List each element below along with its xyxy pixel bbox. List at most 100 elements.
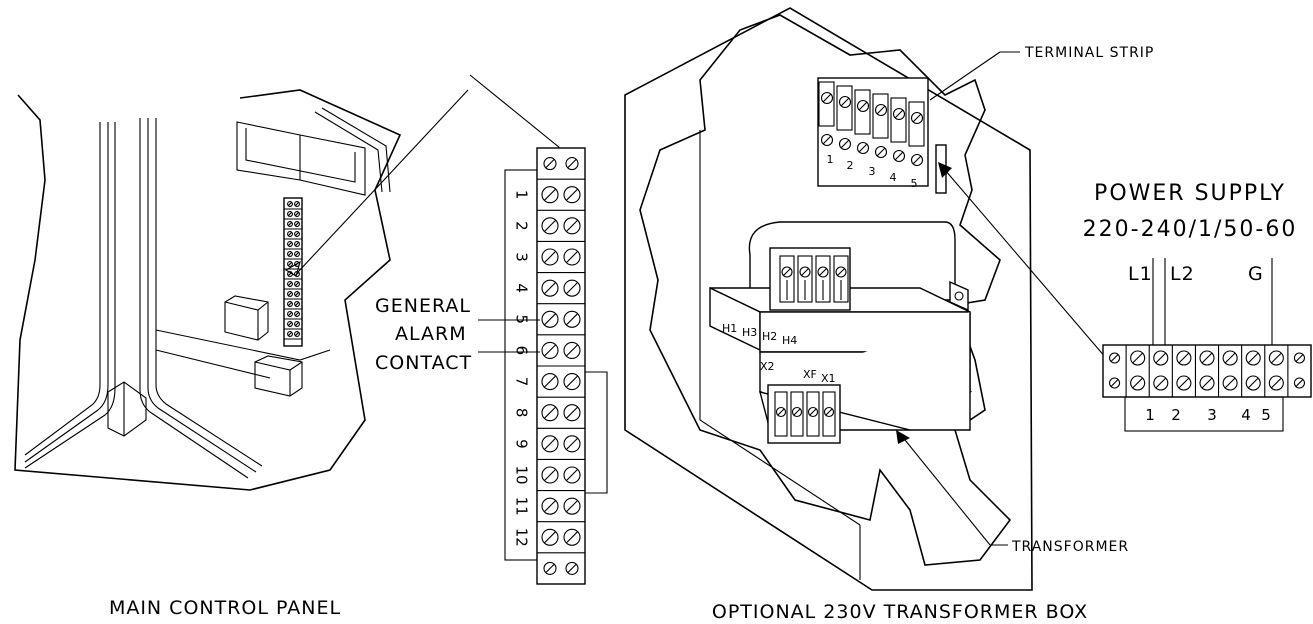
screw-icon <box>1199 350 1215 366</box>
screw-icon <box>1245 350 1261 366</box>
screw-slot <box>809 408 817 416</box>
screw-icon <box>541 186 559 204</box>
arrowhead-icon <box>284 260 301 277</box>
screw-slot <box>294 231 300 237</box>
screw-icon <box>287 241 293 247</box>
screw-icon <box>287 281 293 287</box>
screw-icon <box>1222 375 1238 391</box>
general-alarm-text: CONTACT <box>375 352 472 374</box>
screw-icon <box>541 341 559 359</box>
screw-icon <box>294 251 300 257</box>
screw-icon <box>287 211 293 217</box>
screw-slot <box>1178 352 1190 364</box>
screw-icon <box>781 266 793 278</box>
screw-icon <box>910 153 924 167</box>
leader-line <box>469 74 561 149</box>
leader-line <box>944 169 1113 366</box>
terminal-cell <box>890 97 907 143</box>
screw-slot <box>287 321 293 327</box>
jumper-wire <box>585 371 608 494</box>
screw-icon <box>1245 375 1261 391</box>
screw-slot <box>566 219 578 232</box>
leader-line <box>297 89 469 273</box>
terminal-cell <box>790 391 804 437</box>
screw-slot <box>822 135 832 145</box>
screw-slot <box>1155 352 1167 364</box>
screw-icon <box>563 466 581 484</box>
screw-icon <box>823 406 835 418</box>
screw-slot <box>822 93 832 103</box>
terminal-number: 4 <box>513 283 531 293</box>
screw-slot <box>544 282 556 295</box>
screw-icon <box>294 281 300 287</box>
screw-icon <box>1153 375 1169 391</box>
screw-icon <box>1268 375 1284 391</box>
terminal-cell <box>797 255 813 303</box>
screw-slot <box>566 188 578 201</box>
terminal-number: 12 <box>513 528 531 547</box>
screw-slot <box>566 282 578 295</box>
screw-slot <box>1247 352 1259 364</box>
screw-icon <box>287 221 293 227</box>
screw-icon <box>1176 375 1192 391</box>
screw-slot <box>287 201 293 207</box>
screw-slot <box>912 155 922 165</box>
general-alarm-text: ALARM <box>395 323 467 345</box>
terminal-number: 1 <box>827 153 834 166</box>
screw-slot <box>801 268 809 276</box>
screw-icon <box>856 141 870 155</box>
screw-icon <box>294 211 300 217</box>
screw-icon <box>1268 350 1284 366</box>
screw-slot <box>287 241 293 247</box>
screw-slot <box>544 469 556 481</box>
screw-icon <box>563 497 581 515</box>
screw-slot <box>294 221 300 227</box>
screw-slot <box>544 344 556 357</box>
screw-slot <box>783 268 791 276</box>
screw-slot <box>294 211 300 217</box>
lead-l1: L1 <box>1128 263 1153 285</box>
screw-slot <box>287 311 293 317</box>
screw-icon <box>563 435 581 453</box>
terminal-cell <box>833 255 849 303</box>
caption-transformer-box: OPTIONAL 230V TRANSFORMER BOX <box>712 601 1088 623</box>
screw-slot <box>566 437 578 450</box>
screw-slot <box>1110 379 1119 387</box>
screw-slot <box>287 261 293 267</box>
screw-slot <box>912 113 922 123</box>
screw-slot <box>294 331 300 337</box>
screw-slot <box>1271 377 1282 389</box>
screw-icon <box>563 373 581 391</box>
screw-slot <box>544 406 556 419</box>
screw-icon <box>294 301 300 307</box>
terminal-number: 3 <box>869 165 876 178</box>
general-alarm-text: GENERAL <box>375 295 471 317</box>
screw-slot <box>294 281 300 287</box>
screw-slot <box>287 331 293 337</box>
terminal-cell <box>779 255 795 303</box>
terminal-number: 3 <box>513 252 531 262</box>
screw-slot <box>544 188 556 201</box>
screw-slot <box>287 211 293 217</box>
screw-icon <box>294 221 300 227</box>
screw-slot <box>566 375 578 388</box>
screw-icon <box>287 261 293 267</box>
screw-icon <box>1109 377 1121 389</box>
screw-icon <box>817 266 829 278</box>
screw-slot <box>777 408 785 416</box>
screw-slot <box>567 158 577 169</box>
screw-icon <box>563 341 581 359</box>
screw-icon <box>543 157 557 171</box>
screw-icon <box>563 217 581 235</box>
screw-icon <box>1176 350 1192 366</box>
screw-slot <box>545 563 555 574</box>
screw-slot <box>287 281 293 287</box>
screw-slot <box>294 201 300 207</box>
screw-slot <box>825 408 833 416</box>
terminal-number: 4 <box>1241 406 1251 424</box>
terminal-number: 2 <box>1171 406 1181 424</box>
screw-icon <box>541 404 559 422</box>
screw-icon <box>563 404 581 422</box>
